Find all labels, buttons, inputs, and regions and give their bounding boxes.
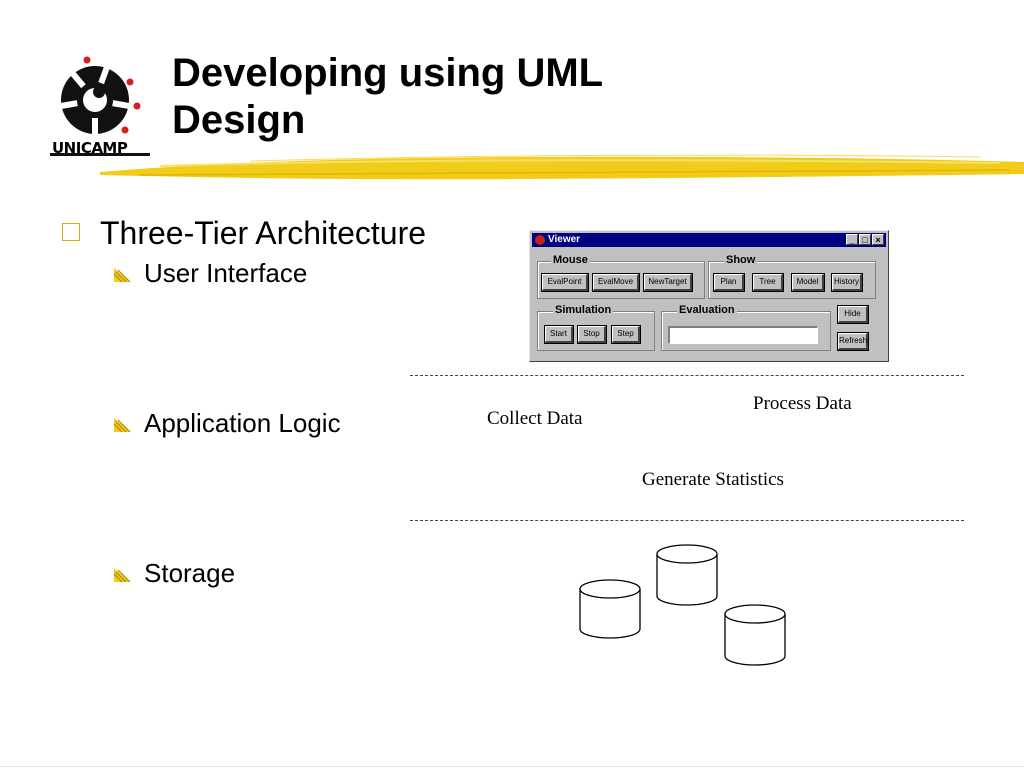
history-button[interactable]: History [831,273,863,292]
show-group [708,261,876,299]
database-cylinder-icon [724,604,786,666]
viewer-title: Viewer [548,234,581,245]
model-button[interactable]: Model [791,273,825,292]
stop-button[interactable]: Stop [577,325,607,344]
database-cylinder-icon [656,544,718,606]
plan-button[interactable]: Plan [713,273,745,292]
step-button[interactable]: Step [611,325,641,344]
show-group-label: Show [724,254,758,266]
title-line-2: Design [172,98,306,142]
title-underline-swoosh [100,154,1024,180]
bullet-box-icon [62,223,80,241]
storage-databases [579,544,786,666]
viewer-titlebar: Viewer _ □ × [532,233,886,247]
evaluation-group-label: Evaluation [677,304,737,316]
footer-divider [0,766,1024,767]
mouse-group [537,261,705,299]
tier-separator-top [410,375,964,376]
sub-bullet-application-logic: Application Logic [112,408,341,439]
tree-button[interactable]: Tree [752,273,784,292]
evalpoint-button[interactable]: EvalPoint [541,273,589,292]
hatch-triangle-icon [113,418,131,433]
start-button[interactable]: Start [544,325,574,344]
tier-separator-bottom [410,520,964,521]
collect-data-label: Collect Data [487,408,583,429]
viewer-window: Viewer _ □ × Mouse EvalPoint EvalMove Ne… [529,230,889,362]
app-icon [535,235,545,245]
simulation-group-label: Simulation [553,304,614,316]
process-data-label: Process Data [753,393,852,414]
sub-bullet-text: User Interface [144,258,308,288]
refresh-button[interactable]: Refresh [837,332,869,351]
generate-statistics-label: Generate Statistics [642,469,784,490]
hide-button[interactable]: Hide [837,305,869,324]
minimize-button[interactable]: _ [846,234,858,245]
close-button[interactable]: × [872,234,884,245]
evaluation-field[interactable] [668,326,818,344]
sub-bullet-text: Application Logic [144,408,341,438]
bullet-text: Three-Tier Architecture [100,215,427,251]
unicamp-logo [50,56,150,156]
maximize-button[interactable]: □ [859,234,871,245]
evalmove-button[interactable]: EvalMove [592,273,640,292]
newtarget-button[interactable]: NewTarget [643,273,693,292]
sub-bullet-user-interface: User Interface [112,258,307,289]
evaluation-group [661,311,831,351]
mouse-group-label: Mouse [551,254,590,266]
slide-title: Developing using UML Design [172,50,872,144]
logo-wordmark: UNICAMP [52,139,128,157]
hatch-triangle-icon [113,568,131,583]
sub-bullet-storage: Storage [112,558,235,589]
hatch-triangle-icon [113,268,131,283]
title-line-1: Developing using UML [172,51,604,95]
database-cylinder-icon [579,579,641,639]
bullet-three-tier: Three-Tier Architecture [62,215,426,252]
sub-bullet-text: Storage [144,558,236,588]
